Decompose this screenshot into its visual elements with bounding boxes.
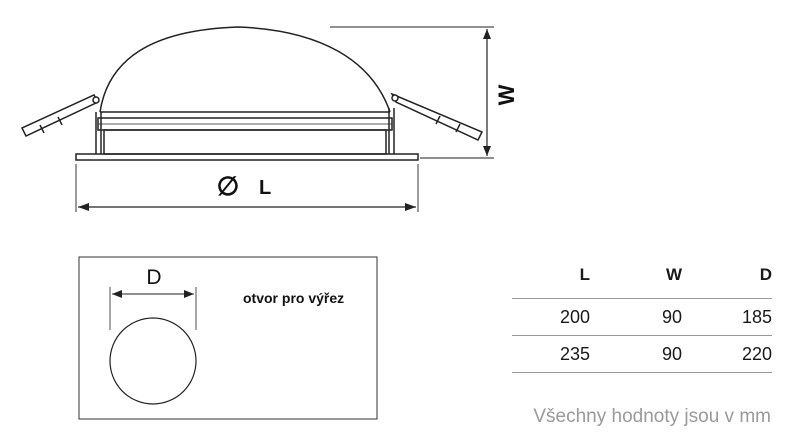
right-spring-clip xyxy=(388,92,484,154)
table-cell: 90 xyxy=(590,298,682,336)
trim-ring xyxy=(75,153,419,161)
table-row: 200 90 185 xyxy=(512,298,772,336)
diameter-symbol: ∅ xyxy=(217,171,240,201)
table-cell: 200 xyxy=(512,298,590,336)
cutout-caption: otvor pro výřez xyxy=(243,290,345,306)
left-spring-clip xyxy=(20,94,102,154)
cutout-dimension xyxy=(109,287,197,330)
table-row: 235 90 220 xyxy=(512,335,772,373)
luminaire-side-view xyxy=(20,26,484,161)
table-cell: 185 xyxy=(682,298,772,336)
cutout-diameter-label: D xyxy=(146,266,161,289)
cutout-hole xyxy=(109,317,197,405)
table-cell: 235 xyxy=(512,335,590,373)
table-cell: 220 xyxy=(682,335,772,373)
length-label: L xyxy=(259,177,271,199)
table-header-cell: D xyxy=(682,252,772,299)
table-header-row: L W D xyxy=(512,252,772,299)
height-label: W xyxy=(494,84,519,105)
dome-outline xyxy=(99,26,391,113)
table-header-cell: W xyxy=(590,252,682,299)
units-footnote: Všechny hodnoty jsou v mm xyxy=(533,406,771,427)
height-dimension xyxy=(330,26,494,159)
dimensions-table: L W D 200 90 185 235 90 220 xyxy=(512,252,772,373)
body-lower xyxy=(103,129,387,155)
table-cell: 90 xyxy=(590,335,682,373)
length-dimension xyxy=(75,164,419,212)
cutout-panel xyxy=(78,256,378,420)
table-header-cell: L xyxy=(512,252,590,299)
